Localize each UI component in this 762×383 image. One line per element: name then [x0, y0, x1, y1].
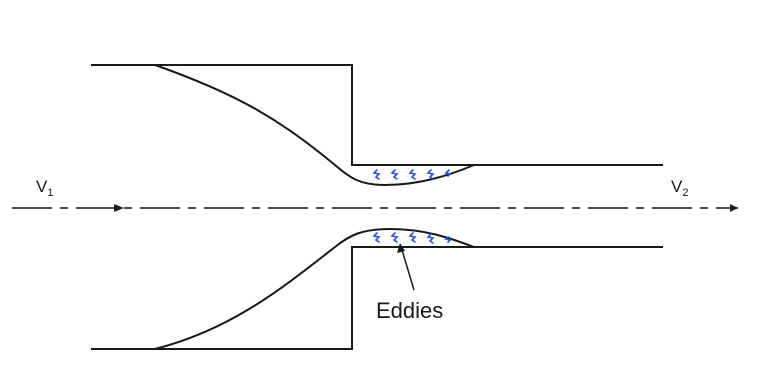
v1-label: V1	[36, 177, 53, 199]
eddies-pointer-line	[401, 249, 415, 291]
eddies-label: Eddies	[376, 298, 443, 323]
upper-eddies	[372, 169, 452, 180]
eddy-swirl	[390, 232, 399, 243]
eddy-swirl	[372, 232, 381, 243]
v2-subscript: 2	[682, 187, 688, 199]
lower-eddies	[372, 232, 452, 244]
upper-pipe-wall	[91, 64, 663, 166]
upper-flow-boundary	[154, 64, 475, 187]
eddy-swirl	[444, 169, 452, 177]
v1-main: V	[36, 177, 48, 196]
eddy-swirl	[408, 232, 417, 243]
eddy-swirl	[426, 169, 435, 180]
eddy-swirl	[426, 233, 435, 244]
lower-flow-boundary	[154, 227, 475, 350]
v2-label: V2	[671, 177, 688, 199]
eddy-swirl	[408, 169, 417, 180]
eddy-swirl	[390, 169, 399, 180]
eddies-pointer-arrowhead	[397, 243, 405, 253]
lower-pipe-wall	[91, 246, 663, 350]
flow-direction-arrowhead	[114, 204, 124, 212]
eddy-swirl	[444, 236, 452, 243]
v2-main: V	[671, 177, 683, 196]
eddy-swirl	[372, 169, 381, 180]
v1-subscript: 1	[47, 187, 53, 199]
